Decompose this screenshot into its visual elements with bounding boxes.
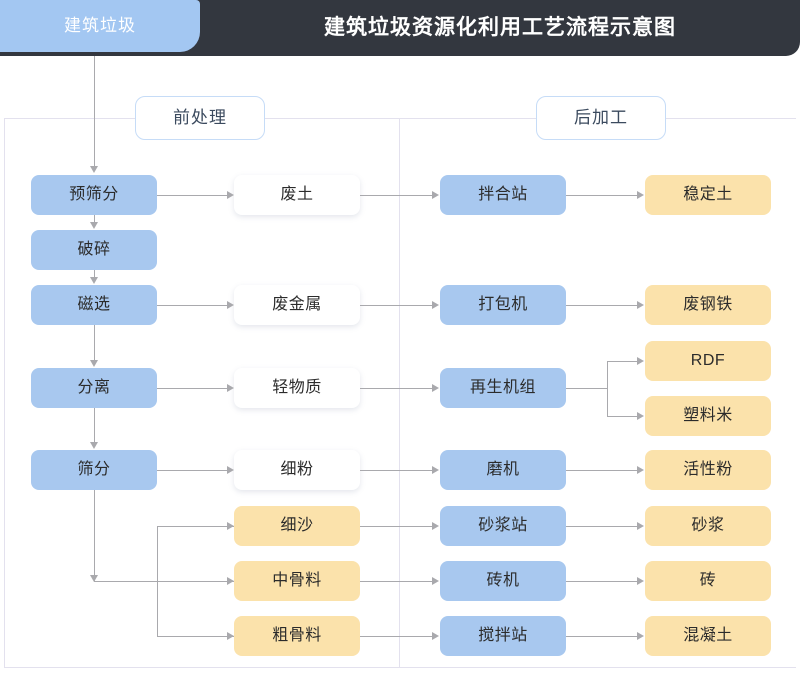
arrowhead-fine-powder — [227, 466, 234, 474]
connector-magnetic-to-waste-metal — [157, 305, 227, 306]
node-scrap-steel[interactable]: 废钢铁 — [645, 285, 771, 325]
connector-magnetic-to-separation — [94, 325, 95, 361]
arrowhead-waste-soil — [227, 191, 234, 199]
node-baler[interactable]: 打包机 — [440, 285, 566, 325]
node-mill[interactable]: 磨机 — [440, 450, 566, 490]
connector-riser-to-fine-sand — [157, 526, 234, 527]
connector-separation-to-light-material — [157, 388, 227, 389]
node-medium-aggregate[interactable]: 中骨料 — [234, 561, 360, 601]
connector-medium-aggregate-to-brick-machine — [360, 581, 433, 582]
node-mortar-station[interactable]: 砂浆站 — [440, 506, 566, 546]
diagram-frame — [4, 118, 796, 668]
arrowhead-baler — [432, 301, 439, 309]
connector-bus-to-medium-aggregate — [94, 581, 234, 582]
node-active-powder[interactable]: 活性粉 — [645, 450, 771, 490]
page-title: 建筑垃圾资源化利用工艺流程示意图 — [324, 16, 676, 39]
arrowhead-screening-trunk — [90, 575, 98, 582]
connector-light-material-to-recycling-unit — [360, 388, 433, 389]
arrowhead-concrete — [637, 632, 644, 640]
arrowhead-fine-sand — [227, 522, 234, 530]
node-concrete-station[interactable]: 搅拌站 — [440, 616, 566, 656]
arrowhead-waste-metal — [227, 301, 234, 309]
node-stabilized-soil[interactable]: 稳定土 — [645, 175, 771, 215]
section-label-pre-processing: 前处理 — [135, 96, 265, 140]
arrowhead-concrete-station — [432, 632, 439, 640]
arrowhead-rdf — [637, 357, 644, 365]
node-waste-soil[interactable]: 废土 — [234, 175, 360, 215]
arrowhead-mortar-station — [432, 522, 439, 530]
section-label-post-processing: 后加工 — [536, 96, 666, 140]
connector-waste-metal-to-baler — [360, 305, 433, 306]
node-fine-sand[interactable]: 细沙 — [234, 506, 360, 546]
node-separation[interactable]: 分离 — [31, 368, 157, 408]
node-light-material[interactable]: 轻物质 — [234, 368, 360, 408]
connector-recycling-unit-stem — [566, 388, 608, 389]
node-rdf[interactable]: RDF — [645, 341, 771, 381]
node-pre-screen[interactable]: 预筛分 — [31, 175, 157, 215]
arrowhead-plastic-pellet — [637, 412, 644, 420]
connector-input-to-prescreen — [94, 56, 95, 167]
node-recycling-unit[interactable]: 再生机组 — [440, 368, 566, 408]
arrowhead-stabilized-soil — [637, 191, 644, 199]
connector-prescreen-to-crush — [94, 215, 95, 223]
node-fine-powder[interactable]: 细粉 — [234, 450, 360, 490]
connector-mixing-station-to-stabilized-soil — [566, 195, 638, 196]
connector-separation-to-screening — [94, 408, 95, 443]
connector-fine-powder-to-mill — [360, 470, 433, 471]
connector-waste-soil-to-mixing-station — [360, 195, 433, 196]
node-mortar[interactable]: 砂浆 — [645, 506, 771, 546]
arrowhead-recycling-unit — [432, 384, 439, 392]
connector-concrete-station-to-concrete — [566, 636, 638, 637]
connector-baler-to-scrap-steel — [566, 305, 638, 306]
connector-coarse-aggregate-to-concrete-station — [360, 636, 433, 637]
node-screening[interactable]: 筛分 — [31, 450, 157, 490]
connector-mortar-station-to-mortar — [566, 526, 638, 527]
arrowhead-mixing-station — [432, 191, 439, 199]
arrowhead-medium-aggregate — [227, 577, 234, 585]
header-tab-input-material: 建筑垃圾 — [0, 0, 200, 52]
arrowhead-brick — [637, 577, 644, 585]
arrowhead-active-powder — [637, 466, 644, 474]
arrowhead-input-to-prescreen — [90, 166, 98, 173]
connector-recycling-unit-to-plastic-pellet — [607, 416, 638, 417]
arrowhead-separation-to-screening — [90, 442, 98, 449]
connector-recycling-unit-riser — [607, 361, 608, 416]
node-concrete[interactable]: 混凝土 — [645, 616, 771, 656]
node-magnetic-separation[interactable]: 磁选 — [31, 285, 157, 325]
connector-crush-to-magnetic — [94, 270, 95, 278]
arrowhead-scrap-steel — [637, 301, 644, 309]
node-plastic-pellet[interactable]: 塑料米 — [645, 396, 771, 436]
node-waste-metal[interactable]: 废金属 — [234, 285, 360, 325]
node-brick-machine[interactable]: 砖机 — [440, 561, 566, 601]
connector-aggregate-riser — [157, 526, 158, 636]
arrowhead-brick-machine — [432, 577, 439, 585]
connector-screening-trunk — [94, 490, 95, 581]
stage-divider — [399, 118, 400, 668]
arrowhead-light-material — [227, 384, 234, 392]
arrowhead-crush-to-magnetic — [90, 277, 98, 284]
connector-mill-to-active-powder — [566, 470, 638, 471]
node-crush[interactable]: 破碎 — [31, 230, 157, 270]
arrowhead-magnetic-to-separation — [90, 360, 98, 367]
connector-prescreen-to-waste-soil — [157, 195, 227, 196]
connector-screening-to-fine-powder — [157, 470, 227, 471]
connector-recycling-unit-to-rdf — [607, 361, 638, 362]
node-brick[interactable]: 砖 — [645, 561, 771, 601]
node-coarse-aggregate[interactable]: 粗骨料 — [234, 616, 360, 656]
arrowhead-mortar — [637, 522, 644, 530]
node-mixing-station[interactable]: 拌合站 — [440, 175, 566, 215]
connector-riser-to-coarse-aggregate — [157, 636, 234, 637]
connector-brick-machine-to-brick — [566, 581, 638, 582]
connector-fine-sand-to-mortar-station — [360, 526, 433, 527]
arrowhead-prescreen-to-crush — [90, 222, 98, 229]
arrowhead-mill — [432, 466, 439, 474]
arrowhead-coarse-aggregate — [227, 632, 234, 640]
